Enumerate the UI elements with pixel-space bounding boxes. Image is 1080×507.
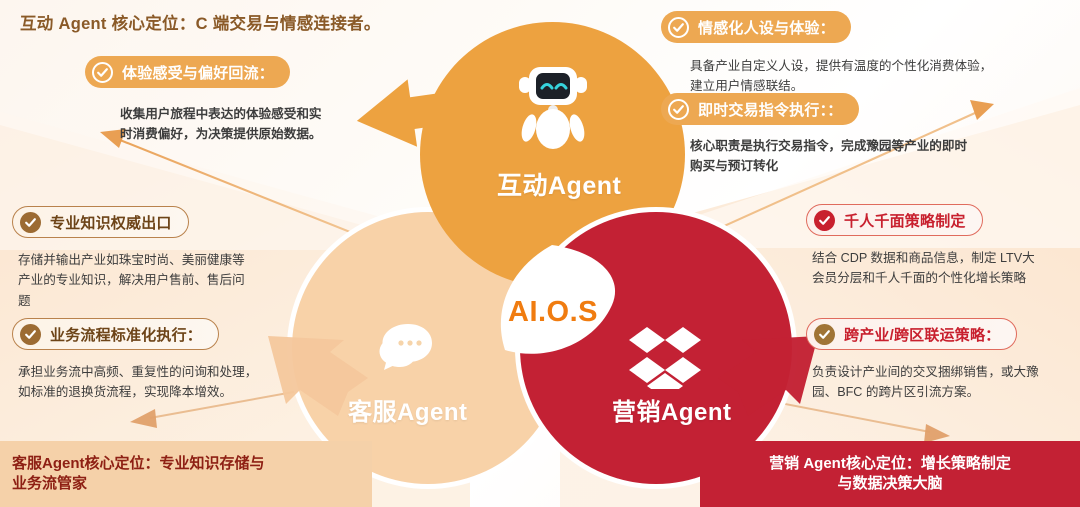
- pill-process-standardization[interactable]: 业务流程标准化执行：: [12, 318, 220, 350]
- check-icon: [20, 323, 41, 345]
- pill-experience-feedback[interactable]: 体验感受与偏好回流：: [85, 56, 291, 88]
- banner-marketing-agent: 营销 Agent核心定位：增长策略制定 与数据决策大脑: [700, 441, 1080, 507]
- text-knowledge-authority: 存储并输出产业如珠宝时尚、美丽健康等 产业的专业知识，解决用户售前、售后问 题: [18, 250, 245, 311]
- text-line: 建立用户情感联结。: [690, 79, 804, 94]
- text-line: 收集用户旅程中表达的体验感受和实: [120, 107, 322, 121]
- text-process-standardization: 承担业务流中高频、重复性的问询和处理， 如标准的退换货流程，实现降本增效。: [18, 362, 257, 403]
- pill-knowledge-authority[interactable]: 专业知识权威出口: [12, 206, 189, 238]
- banner-line: 与数据决策大脑: [837, 475, 943, 492]
- text-personalized-strategy: 结合 CDP 数据和商品信息，制定 LTV大 会员分层和千人千面的个性化增长策略: [812, 248, 1035, 289]
- check-icon: [20, 211, 41, 233]
- text-line: 结合 CDP 数据和商品信息，制定 LTV大: [812, 251, 1035, 265]
- text-line: 存储并输出产业如珠宝时尚、美丽健康等: [18, 253, 245, 267]
- text-line: 会员分层和千人千面的个性化增长策略: [812, 271, 1027, 286]
- banner-line: 营销 Agent核心定位：增长策略制定: [769, 454, 1011, 472]
- banner-line: 客服Agent核心定位：专业知识存储与: [12, 454, 265, 472]
- text-line: 核心职责是执行交易指令，完成豫园等产业的即时: [690, 139, 968, 153]
- pill-instant-transaction[interactable]: 即时交易指令执行：：: [661, 93, 859, 125]
- text-line: 产业的专业知识，解决用户售前、售后问: [18, 273, 245, 288]
- circle-label-marketing: 营销Agent: [612, 399, 732, 426]
- check-icon: [92, 61, 113, 83]
- banner-line: 业务流管家: [12, 475, 88, 492]
- robot-icon: [515, 63, 591, 154]
- chat-bubble-icon: [378, 322, 434, 377]
- text-experience-feedback: 收集用户旅程中表达的体验感受和实 时消费偏好，为决策提供原始数据。: [120, 104, 322, 145]
- text-line: 承担业务流中高频、重复性的问询和处理，: [18, 365, 258, 379]
- circle-label-service: 客服Agent: [348, 399, 468, 426]
- pill-label: 跨产业/跨区联运策略：: [844, 326, 1001, 344]
- text-instant-transaction: 核心职责是执行交易指令，完成豫园等产业的即时 购买与预订转化: [690, 136, 967, 177]
- check-icon: [814, 323, 835, 345]
- text-emotional-persona: 具备产业自定义人设，提供有温度的个性化消费体验， 建立用户情感联结。: [690, 56, 992, 97]
- text-line: 如标准的退换货流程，实现降本增效。: [18, 385, 233, 400]
- pill-label: 体验感受与偏好回流：: [122, 64, 275, 82]
- page-title: 互动 Agent 核心定位：C 端交易与情感连接者。: [20, 15, 381, 33]
- dropbox-boxes-icon: [629, 325, 701, 399]
- text-line: 题: [18, 293, 31, 308]
- check-icon: [814, 209, 835, 231]
- pill-label: 专业知识权威出口: [50, 214, 172, 232]
- pill-label: 情感化人设与体验：: [698, 19, 835, 37]
- text-line: 负责设计产业间的交叉捆绑销售，或大豫: [812, 365, 1039, 379]
- text-line: 具备产业自定义人设，提供有温度的个性化消费体验，: [690, 59, 993, 73]
- text-line: 购买与预订转化: [690, 159, 779, 174]
- pill-label: 千人千面策略制定: [844, 212, 966, 230]
- banner-service-agent: 客服Agent核心定位：专业知识存储与 业务流管家: [0, 441, 372, 507]
- check-icon: [668, 16, 689, 38]
- aios-center-label: AI.O.S: [508, 296, 599, 328]
- banner-text: 客服Agent核心定位：专业知识存储与 业务流管家: [12, 454, 265, 495]
- check-icon: [668, 98, 689, 120]
- text-line: 园、BFC 的跨片区引流方案。: [812, 385, 980, 400]
- pill-personalized-strategy[interactable]: 千人千面策略制定: [806, 204, 983, 236]
- text-line: 时消费偏好，为决策提供原始数据。: [120, 127, 322, 142]
- pill-label: 业务流程标准化执行：: [50, 326, 203, 344]
- circle-label-interaction: 互动Agent: [497, 172, 622, 200]
- text-cross-industry-strategy: 负责设计产业间的交叉捆绑销售，或大豫 园、BFC 的跨片区引流方案。: [812, 362, 1039, 403]
- pill-cross-industry-strategy[interactable]: 跨产业/跨区联运策略：: [806, 318, 1018, 350]
- pill-label: 即时交易指令执行：：: [698, 101, 843, 119]
- pill-emotional-persona[interactable]: 情感化人设与体验：: [661, 11, 851, 43]
- banner-text: 营销 Agent核心定位：增长策略制定 与数据决策大脑: [769, 454, 1011, 495]
